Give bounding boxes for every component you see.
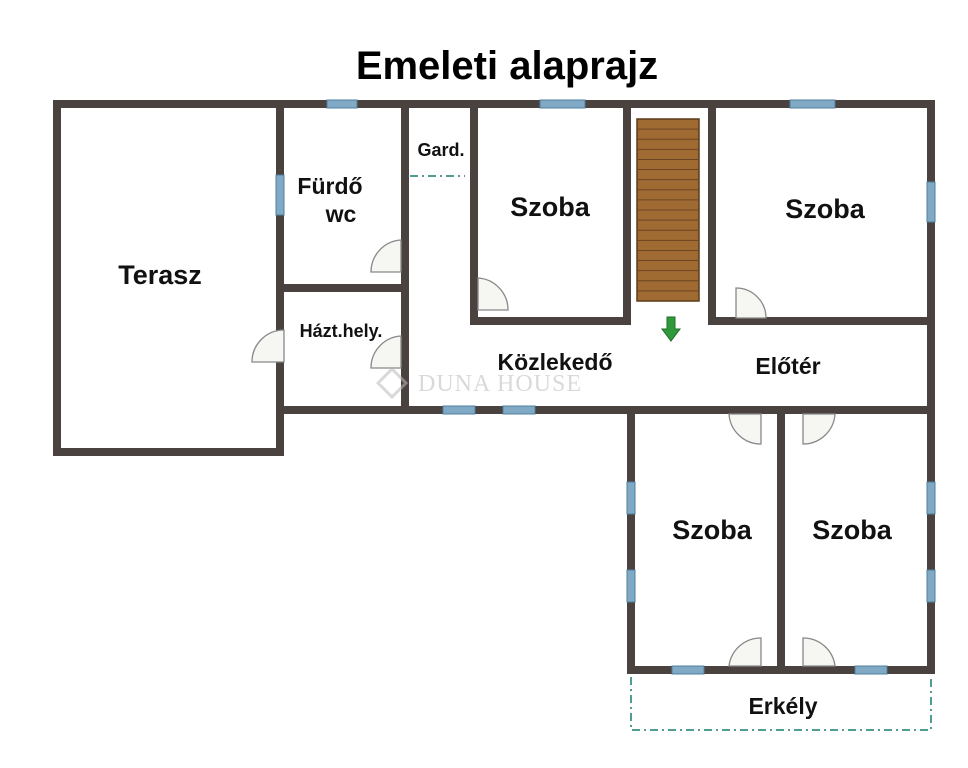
room-label-wc: wc [325, 201, 357, 227]
watermark: DUNA HOUSE [375, 366, 582, 400]
room-label-szoba-3: Szoba [672, 515, 752, 545]
dashed-boundaries [410, 175, 932, 731]
room-label-szoba-2: Szoba [785, 194, 865, 224]
room-label-eloter: Előtér [755, 353, 820, 379]
room-label-szoba-4: Szoba [812, 515, 892, 545]
doors [251, 239, 836, 667]
watermark-text: DUNA HOUSE [418, 371, 582, 397]
room-label-terasz: Terasz [118, 260, 202, 290]
stair-direction-arrow-icon [661, 316, 681, 342]
room-label-furdo: Fürdő [297, 173, 362, 199]
room-label-hazt-hely: Házt.hely. [300, 321, 383, 341]
room-label-kozlekedo: Közlekedő [497, 349, 612, 375]
staircase [636, 118, 700, 302]
plan-title: Emeleti alaprajz [356, 44, 658, 88]
windows [275, 99, 936, 675]
room-label-gard: Gard. [417, 140, 464, 160]
walls [53, 100, 935, 674]
room-label-erkely: Erkély [748, 693, 817, 719]
room-label-szoba-1: Szoba [510, 192, 590, 222]
